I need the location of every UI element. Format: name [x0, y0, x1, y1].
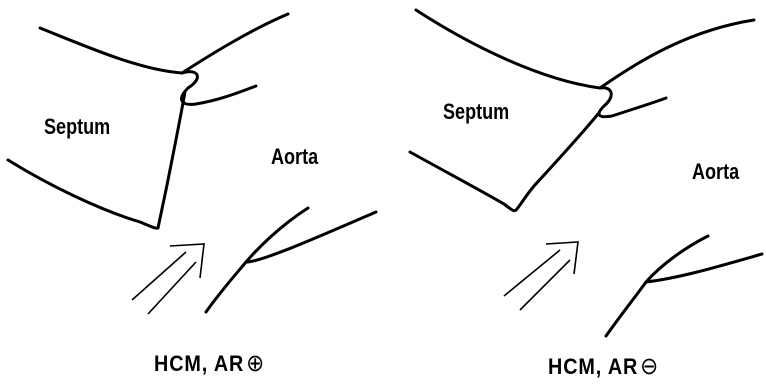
left-valve-cusp — [182, 72, 256, 105]
right-caption: HCM, AR⊖ — [548, 355, 659, 379]
right-aorta-label: Aorta — [692, 161, 739, 183]
right-valve-cusp — [599, 88, 666, 117]
right-upper-wall — [416, 10, 600, 88]
left-septum-label: Septum — [44, 116, 110, 138]
left-caption-text: HCM, AR — [154, 351, 244, 376]
left-aorta-label: Aorta — [271, 146, 318, 168]
left-lower-wall — [8, 160, 158, 228]
right-mitral-leaflet — [646, 236, 708, 282]
plus-circle-icon: ⊕ — [246, 350, 265, 377]
left-septum-edge — [158, 92, 185, 228]
right-caption-text: HCM, AR — [548, 354, 638, 379]
minus-circle-icon: ⊖ — [640, 353, 659, 380]
right-lower-wall — [410, 152, 516, 211]
right-lower-aortic-wall — [606, 254, 762, 336]
right-septum-label: Septum — [443, 101, 509, 123]
left-flow-arrow — [132, 244, 204, 314]
left-panel-drawing — [8, 14, 376, 314]
left-caption: HCM, AR⊕ — [154, 352, 265, 376]
right-aortic-wall-upper — [600, 20, 754, 88]
right-flow-arrow — [504, 242, 578, 310]
left-upper-wall — [40, 28, 182, 73]
left-aortic-wall-upper — [182, 14, 288, 73]
right-septum-edge — [516, 114, 598, 210]
left-lower-aortic-wall — [206, 212, 376, 312]
